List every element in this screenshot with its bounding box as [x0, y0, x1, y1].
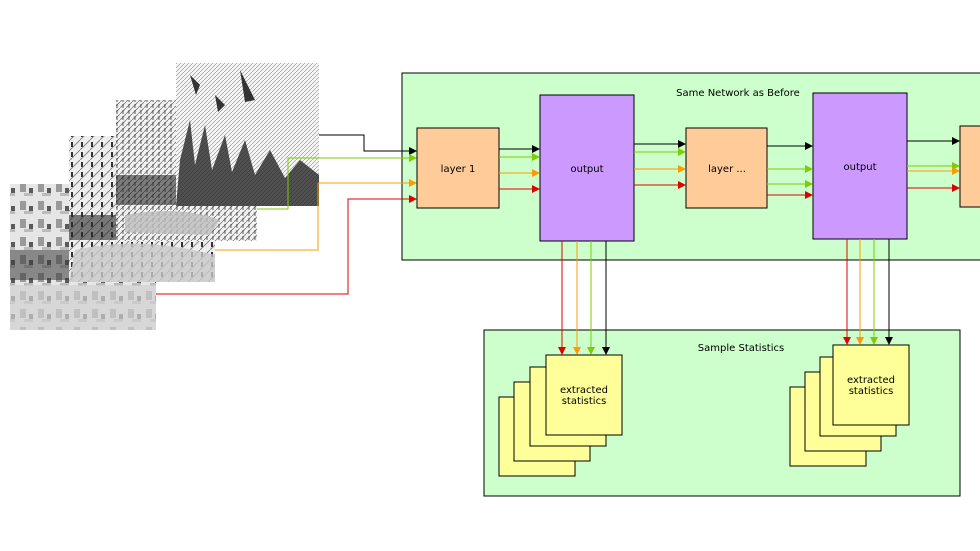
statistics-1-label-line2: statistics — [562, 396, 607, 407]
next-layer-box-partial — [959, 125, 980, 208]
statistics-stack-2: extracted statistics — [789, 344, 910, 467]
output-1-label: output — [571, 164, 604, 175]
statistics-2-label-line1: extracted — [847, 375, 895, 386]
statistics-stack-1: extracted statistics — [498, 354, 623, 477]
input-arrow-black — [319, 134, 417, 155]
statistics-1-label-line1: extracted — [560, 385, 608, 396]
statistics-2-label-line2: statistics — [849, 386, 894, 397]
input-arrow-orange — [215, 179, 417, 251]
input-image-scale-1 — [176, 63, 319, 206]
layer-n-box — [685, 127, 768, 209]
arrows-output2-to-next — [907, 137, 960, 192]
arrows-output1-to-layer-n — [634, 140, 686, 189]
statistics-group-title: Sample Statistics — [698, 343, 784, 354]
network-group-title: Same Network as Before — [676, 88, 800, 99]
arrows-output2-to-statistics2 — [843, 239, 893, 345]
input-image-pyramid — [10, 63, 319, 330]
layer-1-label: layer 1 — [441, 164, 476, 175]
arrows-layer1-to-output1 — [499, 145, 540, 193]
statistics-card-2 — [832, 344, 910, 426]
arrows-layer-n-to-output2 — [767, 142, 813, 199]
output-1-box — [539, 94, 635, 242]
output-2-box — [812, 92, 908, 240]
statistics-card-1 — [545, 354, 623, 436]
layer-n-label: layer ... — [708, 164, 746, 175]
input-arrow-red — [156, 195, 417, 295]
layer-1-box — [416, 127, 500, 209]
output-2-label: output — [844, 162, 877, 173]
arrows-output1-to-statistics1 — [558, 241, 610, 355]
input-arrow-green — [257, 154, 417, 210]
